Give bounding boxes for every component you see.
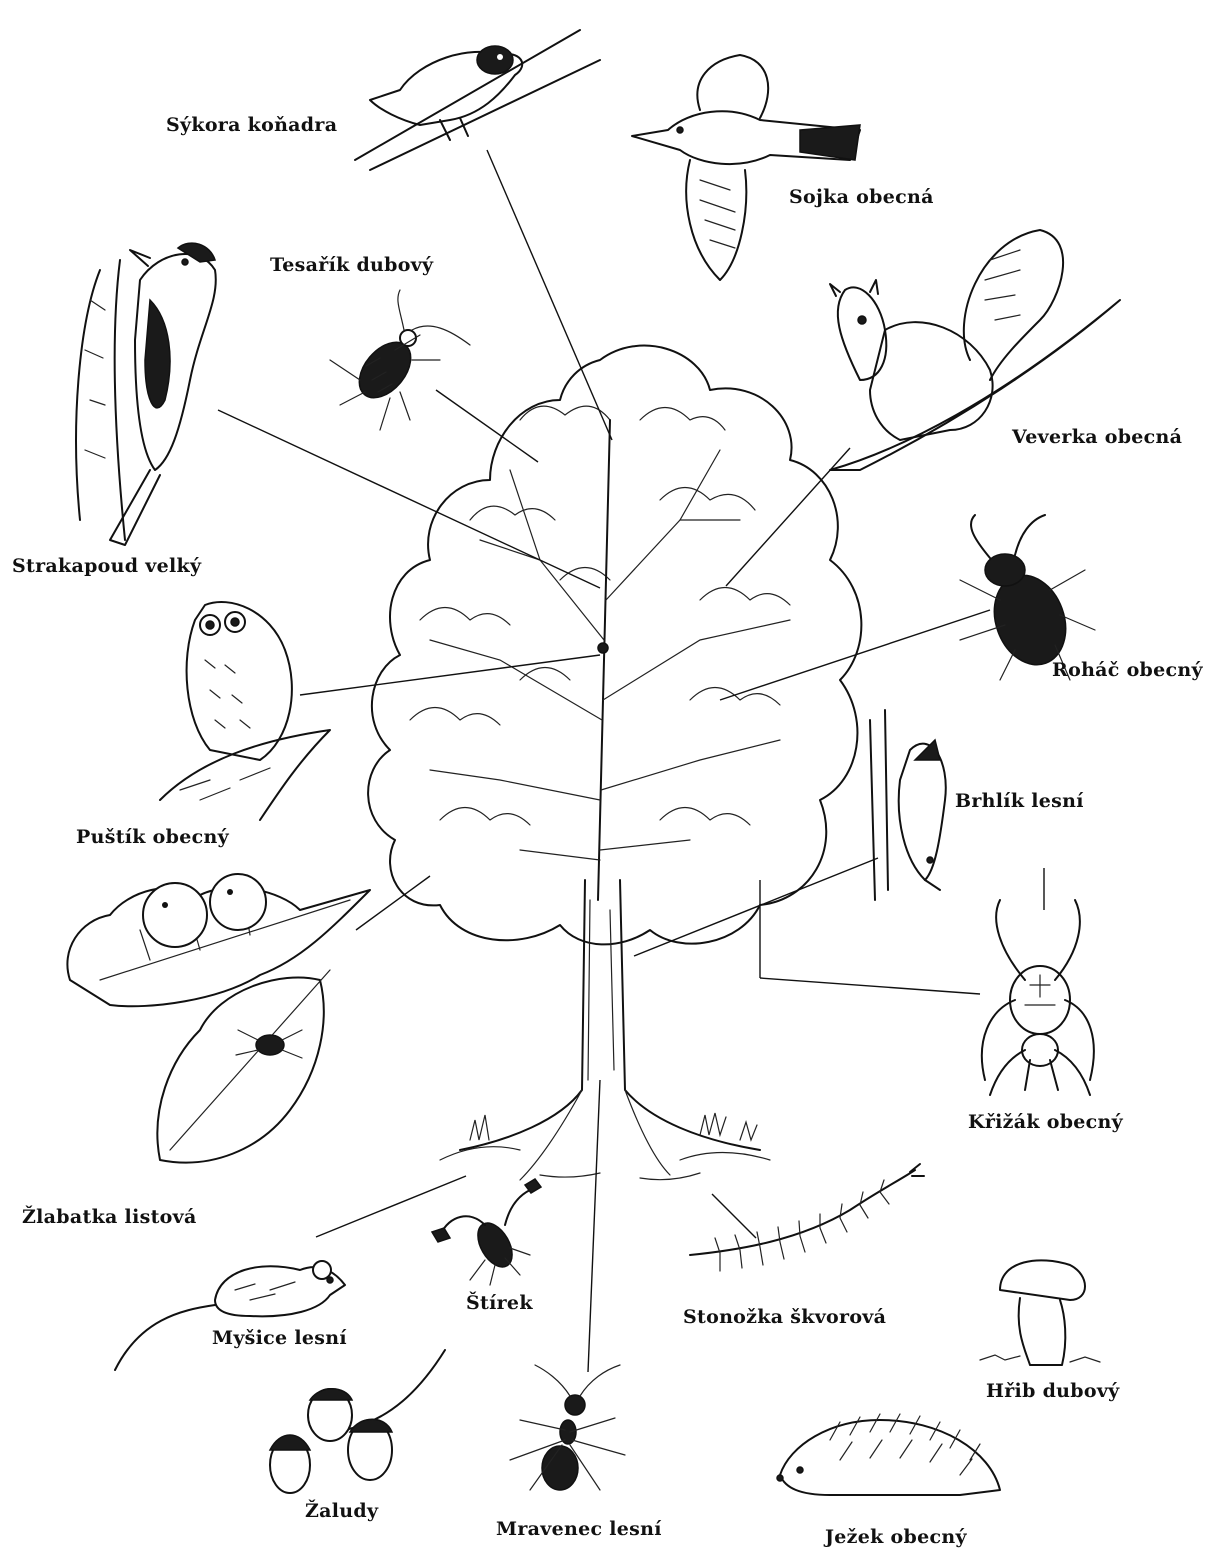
- label-tawny-owl: Puštík obecný: [76, 826, 229, 848]
- centipede-illustration: [690, 1164, 924, 1271]
- hedgehog-illustration: [777, 1414, 1000, 1495]
- tawny-owl-illustration: [160, 602, 330, 820]
- longhorn-beetle-illustration: [330, 290, 470, 430]
- oak-gall-leaves-illustration: [67, 874, 370, 1163]
- label-stag-beetle: Roháč obecný: [1052, 659, 1203, 681]
- label-red-squirrel: Veverka obecná: [1012, 426, 1182, 448]
- label-wood-mouse: Myšice lesní: [212, 1327, 347, 1349]
- eurasian-jay-illustration: [632, 55, 860, 280]
- wood-ant-illustration: [510, 1365, 625, 1490]
- label-oak-longhorn-beetle: Tesařík dubový: [270, 254, 433, 276]
- ground-grass: [470, 1113, 757, 1180]
- leader-lines: [218, 150, 1044, 1372]
- label-eurasian-jay: Sojka obecná: [789, 186, 934, 208]
- label-oak-gall-wasp: Žlabatka listová: [22, 1206, 197, 1228]
- label-acorns: Žaludy: [305, 1500, 378, 1522]
- label-nuthatch: Brhlík lesní: [955, 790, 1084, 812]
- great-spotted-woodpecker-illustration: [76, 243, 216, 545]
- tree-branches: [430, 420, 790, 900]
- label-bolete: Hřib dubový: [986, 1380, 1120, 1402]
- stag-beetle-illustration: [960, 515, 1095, 680]
- great-tit-illustration: [355, 30, 600, 170]
- label-great-tit: Sýkora koňadra: [166, 114, 337, 136]
- pseudoscorpion-illustration: [432, 1179, 541, 1285]
- label-hedgehog: Ježek obecný: [825, 1526, 967, 1548]
- oak-tree: [368, 346, 861, 1180]
- label-centipede: Stonožka škvorová: [683, 1306, 886, 1328]
- label-garden-spider: Křižák obecný: [968, 1111, 1123, 1133]
- label-pseudoscorpion: Štírek: [466, 1292, 533, 1314]
- bolete-mushroom-illustration: [980, 1260, 1100, 1365]
- nuthatch-illustration: [870, 710, 946, 900]
- label-great-spotted-woodpecker: Strakapoud velký: [12, 555, 201, 577]
- label-wood-ant: Mravenec lesní: [496, 1518, 662, 1540]
- wood-mouse-illustration: [115, 1261, 345, 1370]
- tree-trunk: [440, 643, 770, 1180]
- garden-spider-illustration: [982, 900, 1094, 1095]
- acorns-illustration: [270, 1350, 445, 1493]
- tree-crown: [368, 346, 861, 945]
